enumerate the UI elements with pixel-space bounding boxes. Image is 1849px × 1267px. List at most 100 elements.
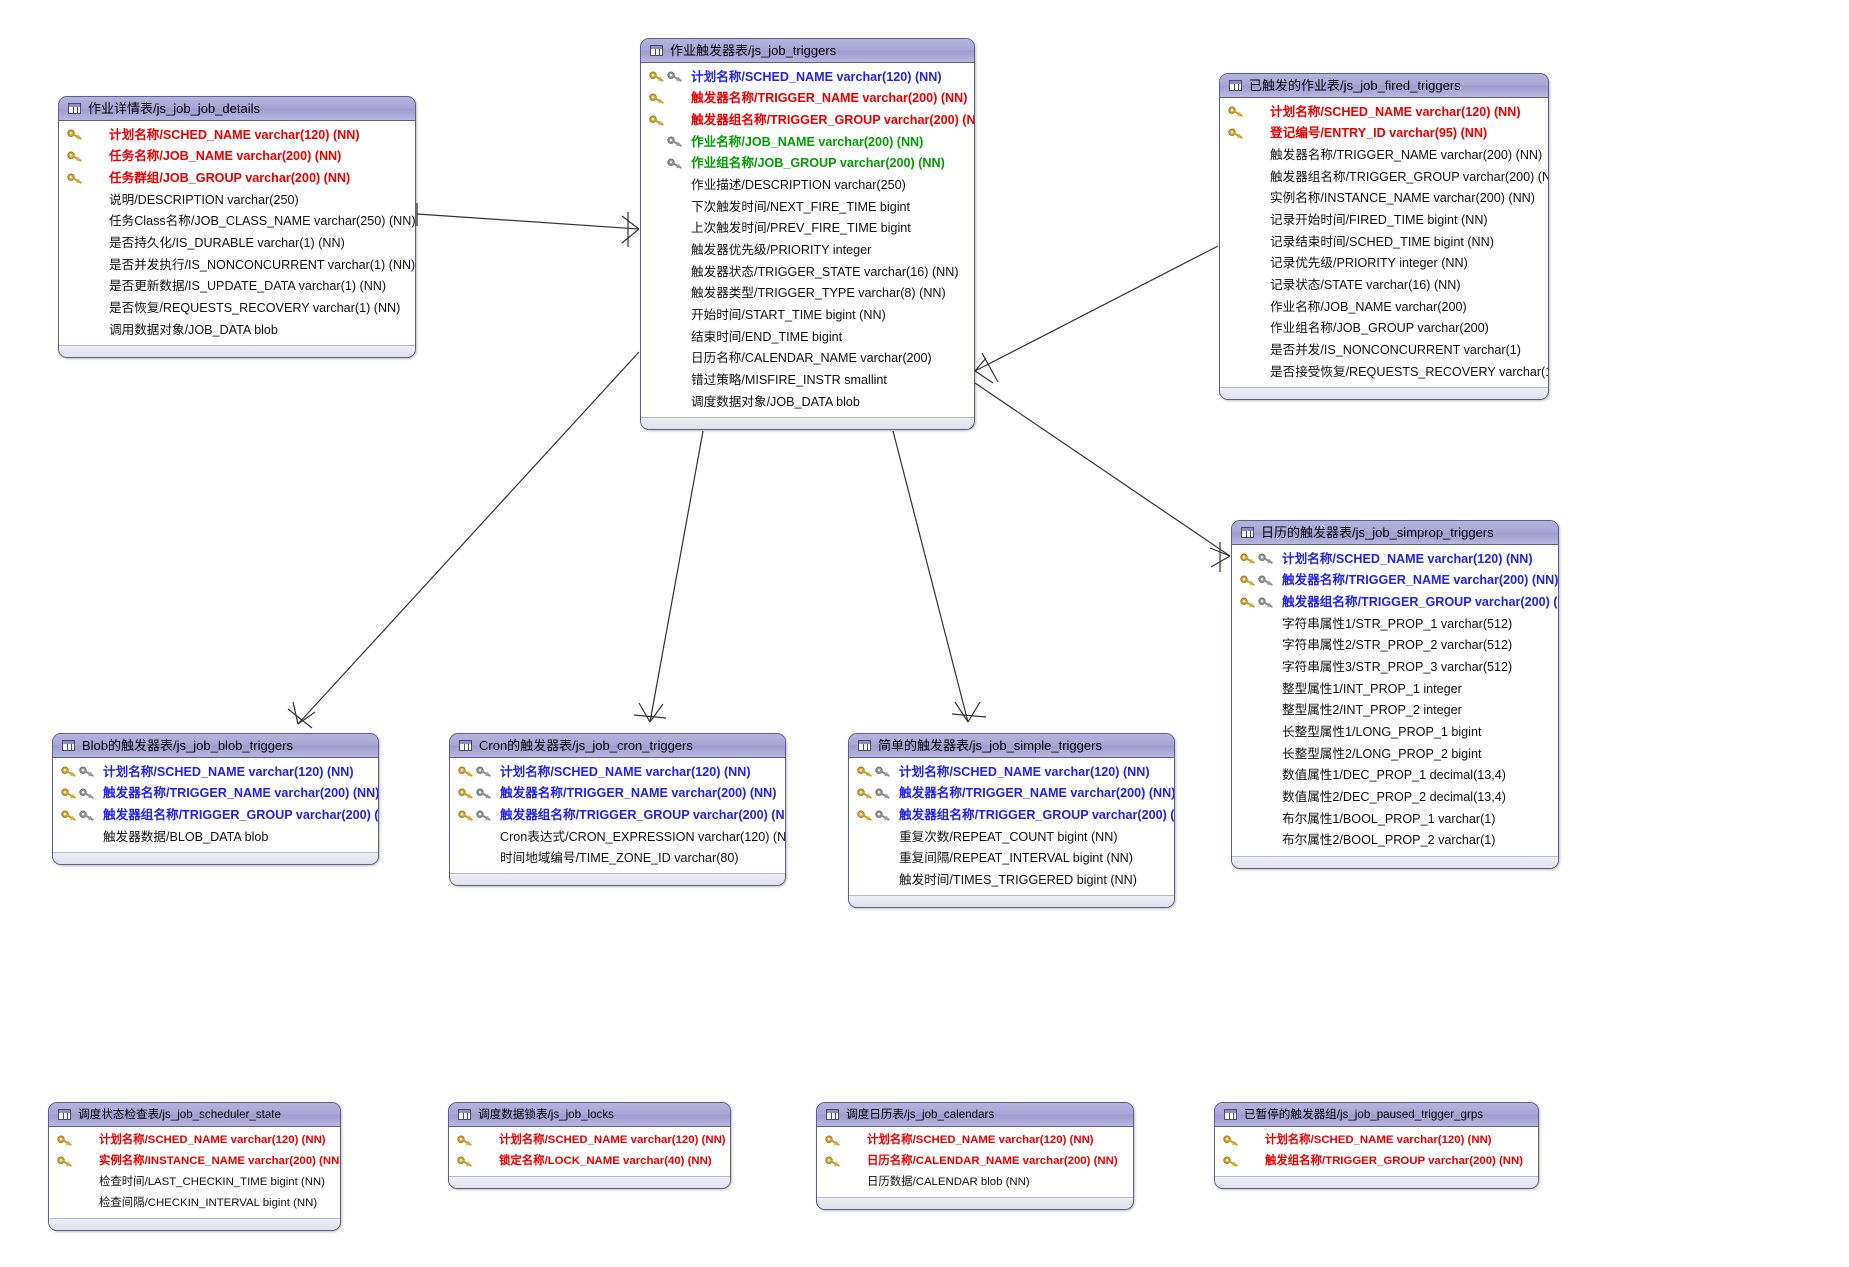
entity-simprop_triggers[interactable]: 日历的触发器表/js_job_simprop_triggers 计划名称/SCHE… [1231,520,1559,869]
attribute-row[interactable]: 作业组名称/JOB_GROUP varchar(200) [1220,318,1548,340]
attribute-row[interactable]: 作业名称/JOB_NAME varchar(200) (NN) [641,131,974,153]
attribute-row[interactable]: 长整型属性1/LONG_PROP_1 bigint [1232,722,1558,744]
attribute-row[interactable]: 作业描述/DESCRIPTION varchar(250) [641,174,974,196]
attribute-row[interactable]: 检查时间/LAST_CHECKIN_TIME bigint (NN) [49,1172,340,1193]
attribute-row[interactable]: 实例名称/INSTANCE_NAME varchar(200) (NN) [1220,188,1548,210]
attribute-row[interactable]: 字符串属性3/STR_PROP_3 varchar(512) [1232,656,1558,678]
attribute-row[interactable]: 检查间隔/CHECKIN_INTERVAL bigint (NN) [49,1193,340,1214]
attribute-row[interactable]: 数值属性1/DEC_PROP_1 decimal(13,4) [1232,765,1558,787]
entity-header-job_triggers[interactable]: 作业触发器表/js_job_triggers [641,39,974,63]
attribute-row[interactable]: 触发器名称/TRIGGER_NAME varchar(200) (NN) [641,88,974,110]
attribute-row[interactable]: 触发器组名称/TRIGGER_GROUP varchar(200) (NN) [1232,591,1558,613]
attribute-row[interactable]: 触发时间/TIMES_TRIGGERED bigint (NN) [849,869,1174,891]
attribute-row[interactable]: 日历名称/CALENDAR_NAME varchar(200) (NN) [817,1151,1133,1172]
entity-blob_triggers[interactable]: Blob的触发器表/js_job_blob_triggers 计划名称/SCHED… [52,733,379,865]
attribute-row[interactable]: 下次触发时间/NEXT_FIRE_TIME bigint [641,196,974,218]
attribute-row[interactable]: 是否并发执行/IS_NONCONCURRENT varchar(1) (NN) [59,254,415,276]
relationship-triggers-to-blob[interactable] [287,351,640,729]
attribute-row[interactable]: 长整型属性2/LONG_PROP_2 bigint [1232,743,1558,765]
entity-header-locks[interactable]: 调度数据锁表/js_job_locks [449,1103,730,1127]
attribute-row[interactable]: 触发器名称/TRIGGER_NAME varchar(200) (NN) [450,783,785,805]
entity-header-paused_trigger_grps[interactable]: 已暂停的触发器组/js_job_paused_trigger_grps [1215,1103,1538,1127]
entity-simple_triggers[interactable]: 简单的触发器表/js_job_simple_triggers 计划名称/SCHED… [848,733,1175,909]
entity-header-simprop_triggers[interactable]: 日历的触发器表/js_job_simprop_triggers [1232,521,1558,545]
entity-header-simple_triggers[interactable]: 简单的触发器表/js_job_simple_triggers [849,734,1174,758]
attribute-row[interactable]: 实例名称/INSTANCE_NAME varchar(200) (NN) [49,1151,340,1172]
attribute-row[interactable]: 记录状态/STATE varchar(16) (NN) [1220,275,1548,297]
attribute-row[interactable]: 说明/DESCRIPTION varchar(250) [59,189,415,211]
attribute-row[interactable]: 记录优先级/PRIORITY integer (NN) [1220,253,1548,275]
attribute-row[interactable]: 是否接受恢复/REQUESTS_RECOVERY varchar(1) [1220,361,1548,383]
attribute-row[interactable]: 整型属性1/INT_PROP_1 integer [1232,678,1558,700]
attribute-row[interactable]: 任务名称/JOB_NAME varchar(200) (NN) [59,146,415,168]
attribute-row[interactable]: 触发器名称/TRIGGER_NAME varchar(200) (NN) [53,783,378,805]
attribute-row[interactable]: 记录开始时间/FIRED_TIME bigint (NN) [1220,209,1548,231]
attribute-row[interactable]: 计划名称/SCHED_NAME varchar(120) (NN) [49,1130,340,1151]
attribute-row[interactable]: 布尔属性2/BOOL_PROP_2 varchar(1) [1232,830,1558,852]
attribute-row[interactable]: 数值属性2/DEC_PROP_2 decimal(13,4) [1232,787,1558,809]
entity-header-fired_triggers[interactable]: 已触发的作业表/js_job_fired_triggers [1220,74,1548,98]
attribute-row[interactable]: 日历名称/CALENDAR_NAME varchar(200) [641,348,974,370]
attribute-row[interactable]: 触发器组名称/TRIGGER_GROUP varchar(200) (NN) [53,804,378,826]
attribute-row[interactable]: 触发器组名称/TRIGGER_GROUP varchar(200) (NN) [641,109,974,131]
relationship-triggers-to-cron[interactable] [633,430,704,723]
attribute-row[interactable]: 作业组名称/JOB_GROUP varchar(200) (NN) [641,153,974,175]
attribute-row[interactable]: 布尔属性1/BOOL_PROP_1 varchar(1) [1232,808,1558,830]
attribute-row[interactable]: 调度数据对象/JOB_DATA blob [641,391,974,413]
entity-header-scheduler_state[interactable]: 调度状态检查表/js_job_scheduler_state [49,1103,340,1127]
attribute-row[interactable]: 是否持久化/IS_DURABLE varchar(1) (NN) [59,232,415,254]
attribute-row[interactable]: 触发器类型/TRIGGER_TYPE varchar(8) (NN) [641,283,974,305]
attribute-row[interactable]: Cron表达式/CRON_EXPRESSION varchar(120) (NN… [450,826,785,848]
relationship-triggers-to-fired[interactable] [974,245,1219,384]
entity-header-cron_triggers[interactable]: Cron的触发器表/js_job_cron_triggers [450,734,785,758]
attribute-row[interactable]: 重复间隔/REPEAT_INTERVAL bigint (NN) [849,848,1174,870]
attribute-row[interactable]: 计划名称/SCHED_NAME varchar(120) (NN) [449,1130,730,1151]
entity-scheduler_state[interactable]: 调度状态检查表/js_job_scheduler_state 计划名称/SCHED… [48,1102,341,1231]
attribute-row[interactable]: 是否恢复/REQUESTS_RECOVERY varchar(1) (NN) [59,298,415,320]
attribute-row[interactable]: 触发组名称/TRIGGER_GROUP varchar(200) (NN) [1215,1151,1538,1172]
attribute-row[interactable]: 计划名称/SCHED_NAME varchar(120) (NN) [450,761,785,783]
attribute-row[interactable]: 是否并发/IS_NONCONCURRENT varchar(1) [1220,340,1548,362]
attribute-row[interactable]: 锁定名称/LOCK_NAME varchar(40) (NN) [449,1151,730,1172]
attribute-row[interactable]: 字符串属性2/STR_PROP_2 varchar(512) [1232,635,1558,657]
entity-header-job_details[interactable]: 作业详情表/js_job_job_details [59,97,415,121]
attribute-row[interactable]: 触发器组名称/TRIGGER_GROUP varchar(200) (NN) [450,804,785,826]
attribute-row[interactable]: 记录结束时间/SCHED_TIME bigint (NN) [1220,231,1548,253]
attribute-row[interactable]: 计划名称/SCHED_NAME varchar(120) (NN) [1215,1130,1538,1151]
entity-job_details[interactable]: 作业详情表/js_job_job_details 计划名称/SCHED_NAME … [58,96,416,358]
attribute-row[interactable]: 触发器名称/TRIGGER_NAME varchar(200) (NN) [1232,570,1558,592]
attribute-row[interactable]: 计划名称/SCHED_NAME varchar(120) (NN) [641,66,974,88]
relationship-triggers-to-simprop[interactable] [974,382,1231,572]
attribute-row[interactable]: 开始时间/START_TIME bigint (NN) [641,305,974,327]
attribute-row[interactable]: 计划名称/SCHED_NAME varchar(120) (NN) [1220,101,1548,123]
attribute-row[interactable]: 结束时间/END_TIME bigint [641,326,974,348]
attribute-row[interactable]: 日历数据/CALENDAR blob (NN) [817,1172,1133,1193]
attribute-row[interactable]: 触发器数据/BLOB_DATA blob [53,826,378,848]
entity-job_triggers[interactable]: 作业触发器表/js_job_triggers 计划名称/SCHED_NAME va… [640,38,975,430]
attribute-row[interactable]: 触发器组名称/TRIGGER_GROUP varchar(200) (NN) [849,804,1174,826]
entity-calendars[interactable]: 调度日历表/js_job_calendars 计划名称/SCHED_NAME va… [816,1102,1134,1210]
attribute-row[interactable]: 触发器状态/TRIGGER_STATE varchar(16) (NN) [641,261,974,283]
entity-header-blob_triggers[interactable]: Blob的触发器表/js_job_blob_triggers [53,734,378,758]
entity-paused_trigger_grps[interactable]: 已暂停的触发器组/js_job_paused_trigger_grps 计划名称/… [1214,1102,1539,1189]
attribute-row[interactable]: 计划名称/SCHED_NAME varchar(120) (NN) [1232,548,1558,570]
attribute-row[interactable]: 整型属性2/INT_PROP_2 integer [1232,700,1558,722]
attribute-row[interactable]: 计划名称/SCHED_NAME varchar(120) (NN) [53,761,378,783]
entity-locks[interactable]: 调度数据锁表/js_job_locks 计划名称/SCHED_NAME varch… [448,1102,731,1189]
attribute-row[interactable]: 上次触发时间/PREV_FIRE_TIME bigint [641,218,974,240]
attribute-row[interactable]: 字符串属性1/STR_PROP_1 varchar(512) [1232,613,1558,635]
attribute-row[interactable]: 调用数据对象/JOB_DATA blob [59,319,415,341]
relationship-triggers-to-simple[interactable] [892,430,987,723]
entity-fired_triggers[interactable]: 已触发的作业表/js_job_fired_triggers 计划名称/SCHED_… [1219,73,1549,400]
attribute-row[interactable]: 触发器优先级/PRIORITY integer [641,240,974,262]
attribute-row[interactable]: 是否更新数据/IS_UPDATE_DATA varchar(1) (NN) [59,276,415,298]
relationship-job-details-to-triggers[interactable] [416,203,640,247]
attribute-row[interactable]: 登记编号/ENTRY_ID varchar(95) (NN) [1220,123,1548,145]
attribute-row[interactable]: 错过策略/MISFIRE_INSTR smallint [641,370,974,392]
entity-cron_triggers[interactable]: Cron的触发器表/js_job_cron_triggers 计划名称/SCHED… [449,733,786,887]
attribute-row[interactable]: 计划名称/SCHED_NAME varchar(120) (NN) [59,124,415,146]
attribute-row[interactable]: 计划名称/SCHED_NAME varchar(120) (NN) [849,761,1174,783]
entity-header-calendars[interactable]: 调度日历表/js_job_calendars [817,1103,1133,1127]
attribute-row[interactable]: 计划名称/SCHED_NAME varchar(120) (NN) [817,1130,1133,1151]
attribute-row[interactable]: 触发器组名称/TRIGGER_GROUP varchar(200) (NN) [1220,166,1548,188]
